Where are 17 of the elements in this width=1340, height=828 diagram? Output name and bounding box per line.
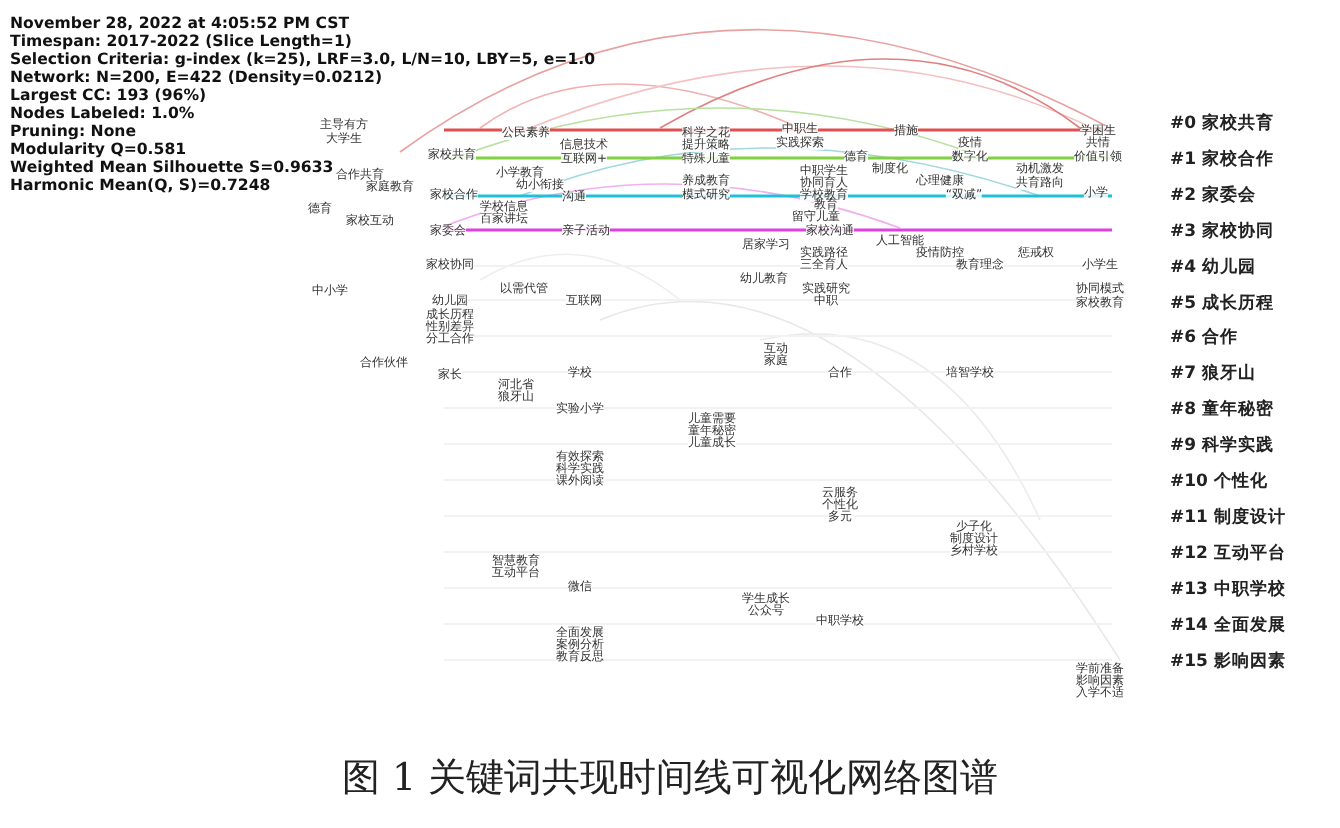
cluster-label: #9 科学实践 (1170, 438, 1274, 456)
cluster-label: #15 影响因素 (1170, 653, 1286, 670)
cluster-label: #8 童年秘密 (1170, 402, 1274, 420)
cluster-label: #3 家校协同 (1170, 223, 1274, 241)
cluster-label: #5 成长历程 (1170, 295, 1274, 312)
cluster-label: #6 合作 (1170, 330, 1238, 348)
cluster-label: #2 家委会 (1170, 187, 1256, 205)
cluster-label: #12 互动平台 (1170, 545, 1286, 563)
figure-caption: 图 1 关键词共现时间线可视化网络图谱 (341, 760, 999, 798)
cluster-label: #1 家校合作 (1170, 151, 1274, 169)
cluster-label: #10 个性化 (1170, 474, 1268, 491)
cluster-label: #7 狼牙山 (1170, 366, 1256, 384)
cluster-label: #4 幼儿园 (1170, 259, 1256, 277)
cluster-label: #13 中职学校 (1170, 581, 1286, 599)
cluster-label: #0 家校共育 (1170, 116, 1274, 133)
cluster-label: #11 制度设计 (1170, 509, 1286, 527)
cluster-label: #14 全面发展 (1170, 617, 1286, 635)
